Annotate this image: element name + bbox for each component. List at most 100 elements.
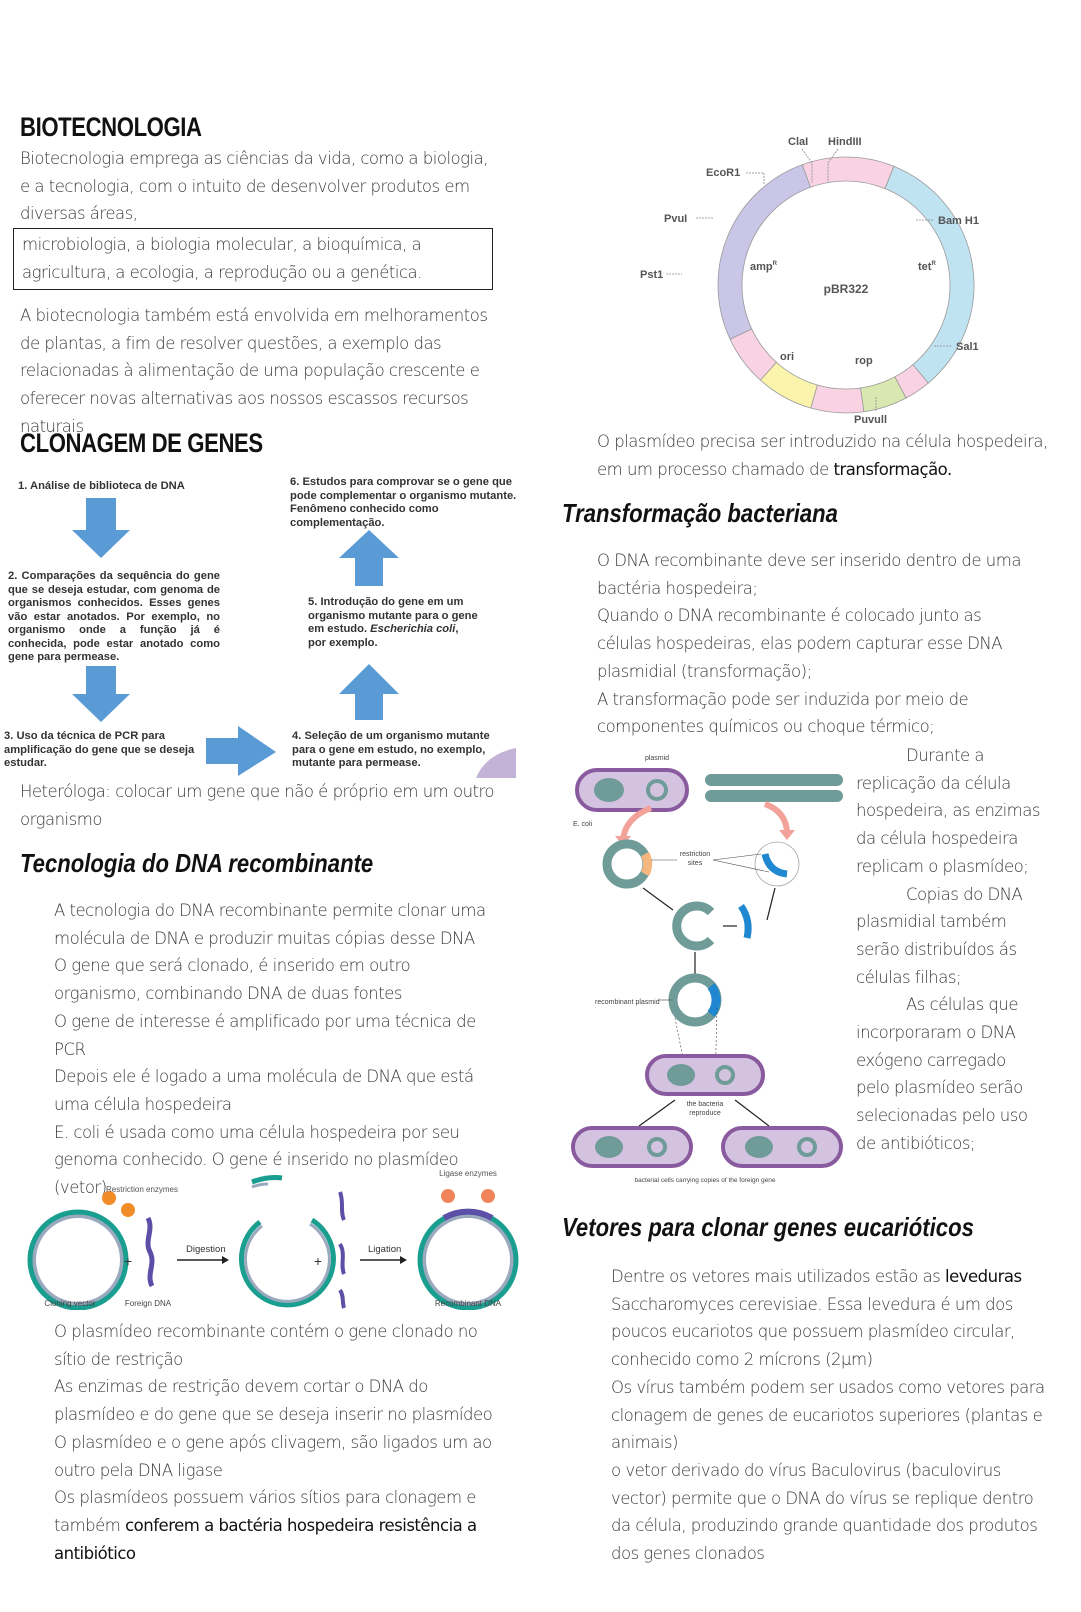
- arrow-icon: [763, 801, 790, 835]
- section-title-transformacao: Transformação bacteriana: [562, 498, 838, 528]
- site-label-pvui: PvuI: [664, 213, 687, 225]
- list-item: Quando o DNA recombinante é colocado jun…: [597, 606, 1003, 681]
- arrow-icon: [620, 805, 653, 841]
- list-item: A transformação pode ser induzida por me…: [597, 689, 969, 737]
- flow-step-4: 4. Seleção de um organismo mutante para …: [292, 730, 490, 769]
- section-title-biotecnologia: BIOTECNOLOGIA: [20, 112, 202, 142]
- list-item: Durante a replicação da célula hospedeir…: [856, 746, 1040, 876]
- decorative-shape: [476, 748, 516, 778]
- recombinant-plasmid-icon: [668, 973, 722, 1027]
- arrow-down-icon: [72, 498, 130, 558]
- restriction-enzymes-label: Restriction enzymes: [106, 1185, 178, 1194]
- list-item: O gene que será clonado, é inserido em o…: [54, 956, 411, 1004]
- plasmid-map-pbr322: pBR322 ampR tetR ori rop ClaI HindIII Ec…: [640, 136, 979, 426]
- arrow-right-icon: [206, 726, 276, 776]
- site-label-clai: ClaI: [788, 136, 808, 148]
- foreign-fragment-icon: [338, 1242, 346, 1275]
- recombinant-plasmid-label: recombinant plasmid: [595, 999, 660, 1006]
- list-item: O plasmídeo e o gene após clivagem, são …: [54, 1432, 492, 1480]
- list-item: Os plasmídeos possuem vários sítios para…: [54, 1484, 499, 1567]
- site-label-puvull: Puvull: [854, 414, 887, 426]
- flow-step-5-italic: Escherichia coli: [370, 623, 456, 635]
- biotecnologia-paragraph: A biotecnologia também está envolvida em…: [20, 306, 488, 436]
- list-item: O gene de interesse é amplificado por um…: [54, 1011, 476, 1059]
- arrow-up-icon: [339, 664, 399, 720]
- arrow-up-icon: [339, 530, 399, 586]
- chromosome-icon: [705, 774, 843, 786]
- transformacao-list: O DNA recombinante deve ser inserido den…: [597, 547, 1037, 741]
- list-item: O DNA recombinante deve ser inserido den…: [597, 551, 1021, 598]
- arrow-down-icon: [72, 666, 130, 722]
- biotecnologia-intro: Biotecnologia emprega as ciências da vid…: [20, 149, 488, 224]
- list-item-emphasis: conferem a bactéria hospedeira resistênc…: [54, 1515, 477, 1563]
- cloning-process-figure: Restriction enzymes + Digestion + Ligati…: [27, 1169, 519, 1310]
- gene-label-rop: rop: [855, 355, 873, 367]
- areas-box: microbiologia, a biologia molecular, a b…: [13, 228, 493, 290]
- list-item: A tecnologia do DNA recombinante permite…: [54, 901, 486, 948]
- gene-fragment-icon: [761, 853, 788, 878]
- foreign-fragment-icon: [338, 1288, 346, 1309]
- restriction-enzyme-icon: [102, 1191, 116, 1205]
- gene-label-amp: ampR: [750, 261, 778, 273]
- section-title-clonagem: CLONAGEM DE GENES: [20, 428, 263, 458]
- flow-step-5: 5. Introdução do gene em um organismo mu…: [308, 596, 478, 650]
- list-item-text: Os plasmídeos possuem vários sítios para…: [54, 1488, 476, 1535]
- foreign-dna-icon: [145, 1216, 155, 1288]
- section-title-dna-recombinante: Tecnologia do DNA recombinante: [20, 848, 374, 878]
- gene-label-tet: tetR: [918, 261, 936, 273]
- section-title-vetores: Vetores para clonar genes eucarióticos: [562, 1212, 974, 1242]
- list-item: As células que incorporaram o DNA exógen…: [856, 995, 1028, 1153]
- cut-vector-icon: [238, 1217, 336, 1308]
- site-label-sal1: Sal1: [956, 341, 979, 353]
- flow-arrows: [72, 498, 516, 778]
- flow-step-2: 2. Comparações da sequência do gene que …: [8, 570, 220, 663]
- daughter-cell-icon: [721, 1126, 843, 1168]
- list-item: As enzimas de restrição devem cortar o D…: [54, 1377, 493, 1425]
- dna-recombinante-list-2: O plasmídeo recombinante contém o gene c…: [54, 1318, 499, 1567]
- foreign-dna-label: Foreign DNA: [125, 1299, 172, 1308]
- list-item: Os vírus também podem ser usados como ve…: [611, 1377, 1045, 1453]
- ecoli-cell-icon: [575, 768, 689, 812]
- ligase-enzyme-icon: [481, 1189, 495, 1203]
- list-item: O plasmídeo recombinante contém o gene c…: [54, 1322, 478, 1369]
- figure-caption: bacterial cells carrying copies of the f…: [635, 1177, 776, 1184]
- list-item-emphasis: leveduras: [945, 1267, 1022, 1286]
- vector-plasmid-icon: [602, 839, 652, 889]
- plus-sign: +: [314, 1253, 322, 1269]
- flow-step-3: 3. Uso da técnica de PCR para amplificaç…: [4, 730, 195, 769]
- site-label-hindiii: HindIII: [828, 136, 862, 148]
- site-label-bamh1: Bam H1: [938, 215, 979, 227]
- cloning-vector-inner: [32, 1214, 124, 1306]
- recombinant-dna-label: Recombinant DNA: [435, 1299, 502, 1308]
- list-item: E. coli é usada como uma célula hospedei…: [54, 1122, 460, 1198]
- plus-sign: +: [124, 1253, 132, 1269]
- plasmid-name: pBR322: [824, 282, 869, 296]
- list-item-text: Saccharomyces cerevisiae. Essa levedura …: [611, 1294, 1015, 1370]
- gene-fragment-icon: [738, 903, 752, 939]
- list-item: Dentre os vetores mais utilizados estão …: [611, 1263, 1046, 1374]
- site-label-ecor1: EcoR1: [706, 167, 740, 179]
- list-item-text: Dentre os vetores mais utilizados estão …: [611, 1267, 946, 1286]
- daughter-cell-icon: [571, 1126, 693, 1168]
- plasmid-ring: [717, 156, 975, 414]
- cloning-flowchart: 1. Análise de biblioteca de DNA 2. Compa…: [0, 468, 520, 778]
- ligase-enzymes-label: Ligase enzymes: [439, 1169, 497, 1178]
- list-item: o vetor derivado do vírus Baculovirus (b…: [611, 1460, 1038, 1564]
- ligase-enzyme-icon: [441, 1189, 455, 1203]
- recombinant-dna-icon: [417, 1209, 519, 1310]
- flow-step-6: 6. Estudos para comprovar se o gene que …: [290, 476, 517, 529]
- transformed-cell-icon: [645, 1054, 765, 1096]
- vetores-list: Dentre os vetores mais utilizados estão …: [611, 1263, 1046, 1568]
- cloning-vector-label: Cloning vector: [44, 1299, 95, 1308]
- list-item: Copias do DNA plasmidial também serão di…: [856, 884, 1023, 987]
- excised-fragment-icon: [251, 1175, 283, 1185]
- transformacao-intro: O plasmídeo precisa ser introduzido na c…: [597, 428, 1067, 483]
- heterologa-text: Heteróloga: colocar um gene que não é pr…: [20, 782, 495, 829]
- transformacao-keyword: transformação.: [833, 459, 953, 479]
- transformacao-intro-text: O plasmídeo precisa ser introduzido na c…: [597, 432, 1048, 479]
- gene-label-ori: ori: [780, 351, 794, 363]
- ecoli-label: E. coli: [573, 821, 593, 828]
